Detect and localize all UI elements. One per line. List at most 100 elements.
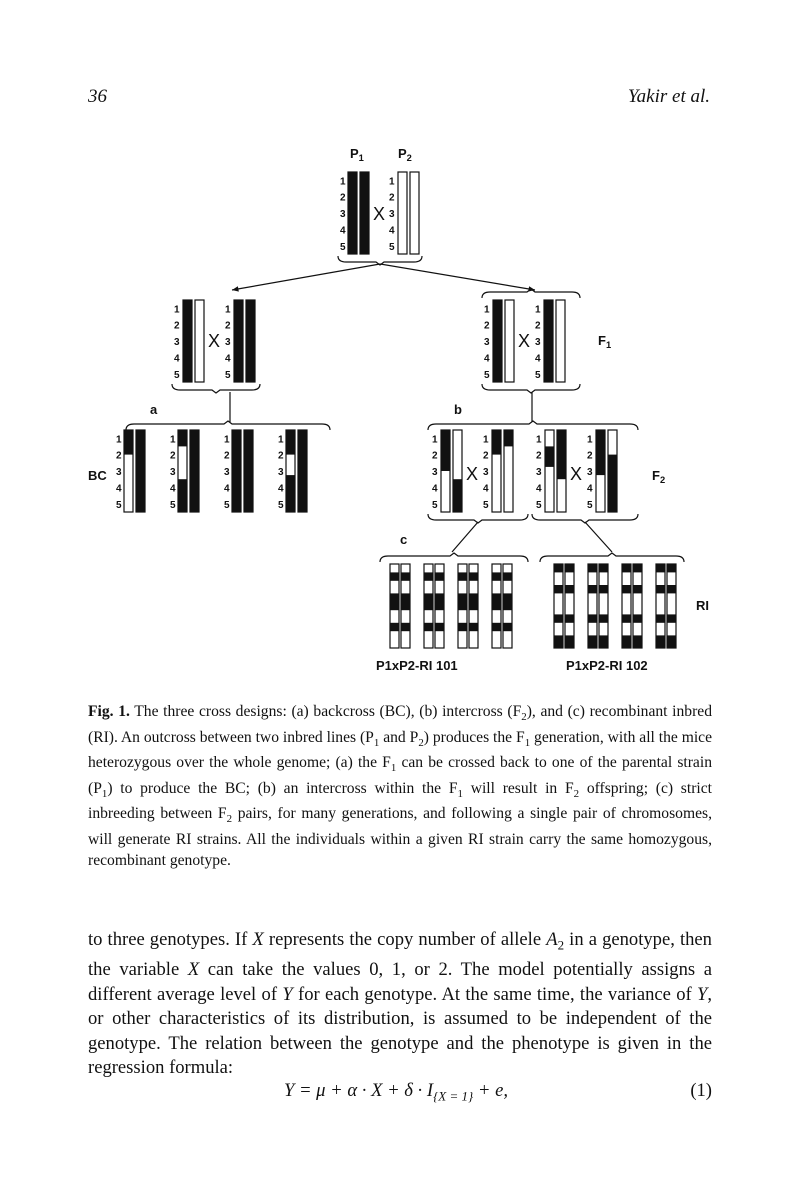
- chromosome-number: 3: [536, 467, 542, 478]
- chromosome-number: 1: [116, 434, 122, 445]
- caption-subscript: 2: [521, 711, 527, 724]
- chromosome-segment: [244, 430, 253, 512]
- chromosome-number: 2: [587, 451, 593, 462]
- generation-label-bc: BC: [88, 468, 107, 483]
- chromosome-f2: [452, 429, 463, 513]
- chromosome-f2: [595, 429, 606, 513]
- chromosome-bc: [231, 429, 242, 513]
- chromosome-segment: [458, 572, 467, 581]
- math-variable: A: [546, 929, 558, 950]
- body-text: , or other characteristics of its distri…: [88, 983, 712, 1079]
- caption-text: and P: [379, 728, 419, 746]
- ri-strain-label-102: P1xP2-RI 102: [566, 658, 648, 673]
- chromosome-segment: [401, 622, 410, 632]
- chromosome-segment: [622, 614, 631, 623]
- chromosome-number: 5: [432, 500, 438, 511]
- generation-label-f2: F2: [652, 468, 665, 485]
- chromosome-segment: [565, 635, 574, 648]
- chromosome-segment: [390, 572, 399, 581]
- chromosome-ri-101: [423, 563, 434, 649]
- chromosome-number: 5: [340, 242, 346, 253]
- chromosome-number: 5: [225, 370, 231, 381]
- chromosome-ri-102: [655, 563, 666, 649]
- body-text: in a genotype, then the variable: [88, 929, 712, 981]
- caption-text: The three cross designs: (a) backcross (…: [129, 703, 522, 720]
- caption-subscript: 2: [573, 787, 580, 800]
- chromosome-segment: [588, 564, 597, 573]
- arrow-head: [232, 286, 239, 292]
- chromosome-segment: [656, 585, 665, 594]
- chromosome-segment: [554, 635, 563, 648]
- chromosome-outline: [409, 171, 420, 255]
- chromosome-number: 3: [224, 467, 230, 478]
- chromosome-segment: [504, 430, 513, 447]
- chromosome-number: 4: [170, 484, 176, 495]
- branch-label-a: a: [150, 402, 158, 417]
- caption-subscript: 1: [457, 787, 463, 800]
- equation-subscript: {X = 1}: [433, 1088, 474, 1104]
- chromosome-segment: [401, 572, 410, 581]
- body-text: represents the copy number of allele: [263, 929, 547, 950]
- chromosome-number: 3: [225, 337, 231, 348]
- equation-main: Y = μ + α · X + δ · I: [284, 1080, 434, 1101]
- chromosome-segment: [178, 479, 187, 512]
- cross-symbol: X: [518, 331, 530, 351]
- caption-text: ) produces the F: [423, 728, 525, 746]
- chromosome-segment: [469, 593, 478, 611]
- generation-label-ri: RI: [696, 598, 709, 613]
- caption-text: ) to produce the BC; (b) an intercross w…: [107, 779, 458, 797]
- chromosome-segment: [633, 614, 642, 623]
- chromosome-outline: [397, 171, 408, 255]
- chromosome-number: 3: [535, 337, 541, 348]
- chromosome-segment: [544, 300, 553, 382]
- chromosome-f1: [182, 299, 193, 383]
- chromosome-segment: [286, 475, 295, 512]
- chromosome-number: 2: [224, 451, 230, 462]
- chromosome-segment: [458, 622, 467, 632]
- chromosome-number: 3: [116, 467, 122, 478]
- chromosome-number: 2: [536, 451, 542, 462]
- chromosome-p2-b: [409, 171, 420, 255]
- chromosome-number: 5: [587, 500, 593, 511]
- bracket: [125, 420, 331, 431]
- chromosome-number: 4: [116, 484, 122, 495]
- chromosome-ri-101: [502, 563, 513, 649]
- chromosome-number: 1: [389, 176, 395, 187]
- chromosome-segment: [492, 572, 501, 581]
- caption-subscript: 1: [101, 787, 108, 800]
- caption-text: pairs, for many generations, and followi…: [88, 805, 712, 869]
- chromosome-number: 3: [340, 209, 346, 220]
- chromosome-f1: [245, 299, 256, 383]
- chromosome-segment: [183, 300, 192, 382]
- chromosome-segment: [469, 622, 478, 632]
- chromosome-number: 5: [483, 500, 489, 511]
- chromosome-number: 2: [432, 451, 438, 462]
- chromosome-ri-102: [564, 563, 575, 649]
- body-paragraph: to three genotypes. If X represents the …: [88, 928, 712, 1081]
- caption-text: offspring; (c) strict inbreeding between…: [88, 779, 712, 823]
- chromosome-f1: [555, 299, 566, 383]
- chromosome-outline: [555, 299, 566, 383]
- chromosome-number: 5: [116, 500, 122, 511]
- chromosome-number: 5: [484, 370, 490, 381]
- chromosome-number: 2: [340, 193, 346, 204]
- chromosome-segment: [633, 564, 642, 573]
- chromosome-segment: [596, 430, 605, 476]
- body-text: to three genotypes. If: [88, 929, 253, 950]
- chromosome-segment: [599, 585, 608, 594]
- chromosome-number: 3: [174, 337, 180, 348]
- cross-symbol: X: [208, 331, 220, 351]
- chromosome-ri-102: [621, 563, 632, 649]
- chromosome-segment: [469, 572, 478, 581]
- chromosome-number: 3: [483, 467, 489, 478]
- chromosome-segment: [545, 446, 554, 467]
- chromosome-f2: [556, 429, 567, 513]
- chromosome-ri-101: [491, 563, 502, 649]
- equation-formula: Y = μ + α · X + δ · I{X = 1} + e,: [284, 1080, 508, 1105]
- chromosome-f2: [503, 429, 514, 513]
- chromosome-number: 1: [170, 434, 176, 445]
- chromosome-number: 4: [225, 354, 231, 365]
- running-head: Yakir et al.: [627, 86, 710, 107]
- chromosome-p2-a: [397, 171, 408, 255]
- chromosome-segment: [286, 430, 295, 455]
